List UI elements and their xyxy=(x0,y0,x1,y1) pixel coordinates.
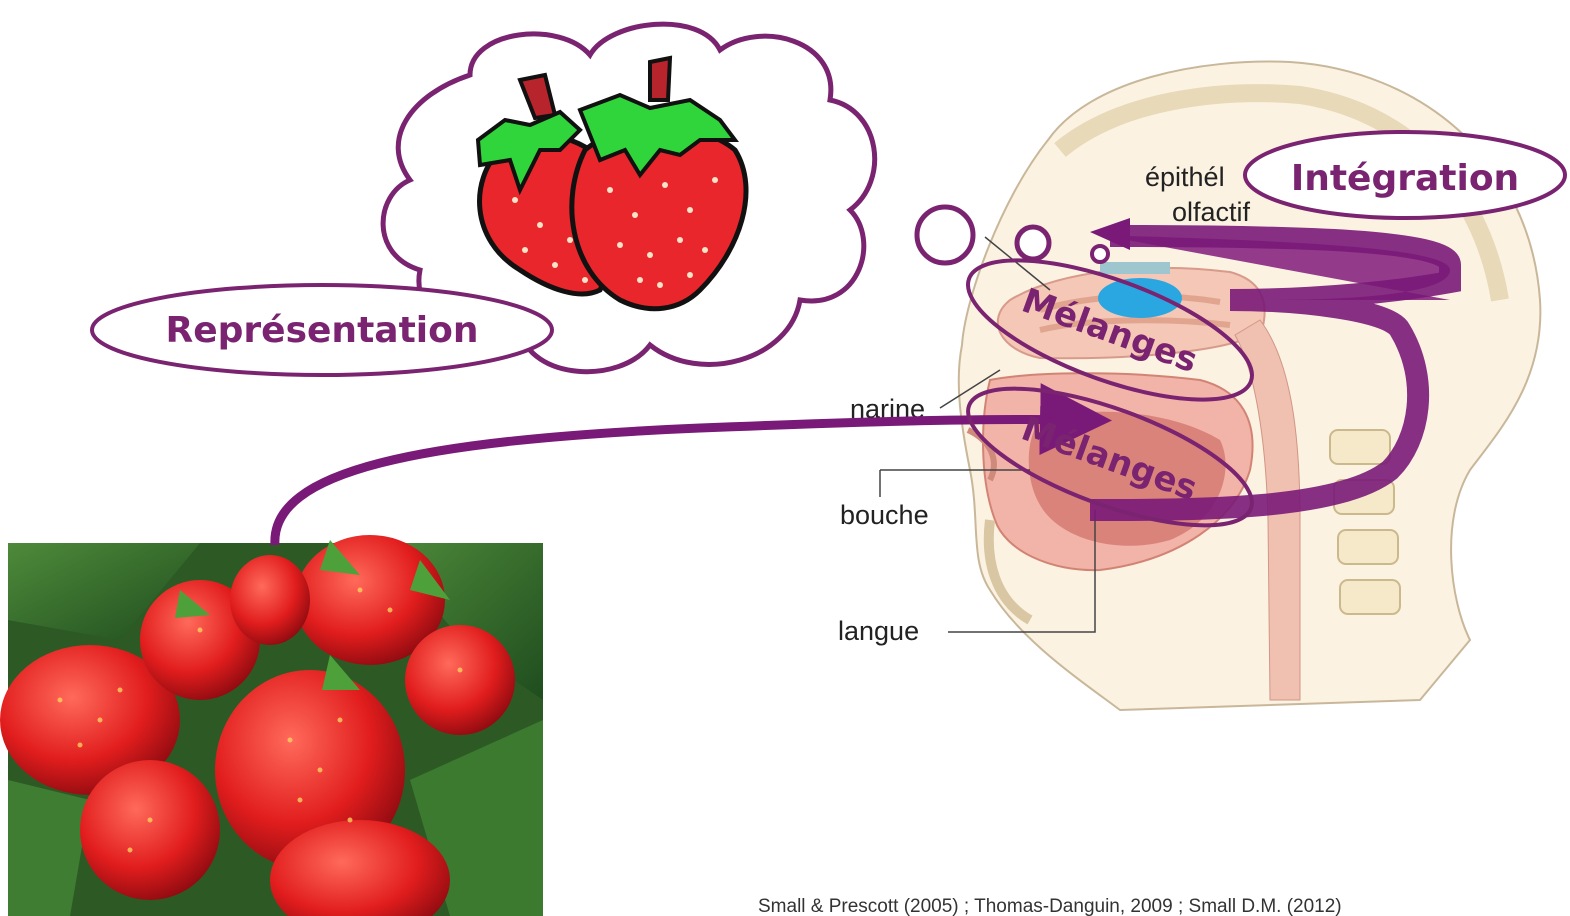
integration-label: Intégration xyxy=(1245,132,1565,218)
anatomy-label-tongue: langue xyxy=(838,616,919,646)
representation-text: Représentation xyxy=(166,310,479,351)
anatomy-label-mouth: bouche xyxy=(840,500,929,530)
representation-label: Représentation xyxy=(92,285,552,375)
reference-citation: Small & Prescott (2005) ; Thomas-Danguin… xyxy=(758,896,1342,916)
strawberry-photo xyxy=(0,535,543,916)
integration-text: Intégration xyxy=(1291,158,1519,199)
anatomy-label-epithelium-1: épithél xyxy=(1145,162,1225,192)
anatomy-label-epithelium-2: olfactif xyxy=(1172,197,1251,227)
